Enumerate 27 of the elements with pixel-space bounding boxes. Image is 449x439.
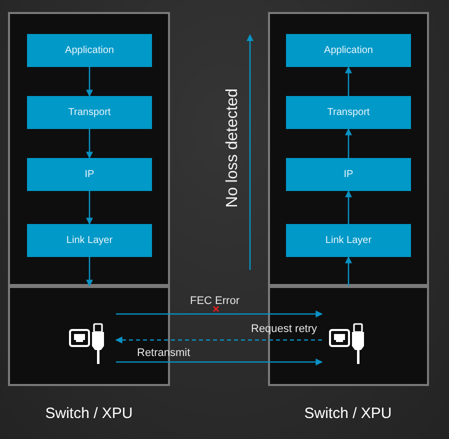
layer-box: IP — [286, 158, 411, 191]
edge-label: Request retry — [251, 323, 318, 335]
arrow — [86, 129, 93, 159]
layer-box: Application — [286, 34, 411, 67]
layer-box: IP — [27, 158, 152, 191]
arrow — [345, 256, 352, 286]
edge-label: Retransmit — [137, 347, 190, 359]
layer-box: Transport — [27, 96, 152, 129]
device-caption: Switch / XPU — [303, 405, 393, 422]
layer-box: Application — [27, 34, 152, 67]
layer-box: Link Layer — [27, 224, 152, 257]
arrow — [86, 191, 93, 225]
device-caption: Switch / XPU — [44, 405, 134, 422]
arrow — [345, 128, 352, 158]
arrow — [116, 358, 323, 366]
layer-box: Link Layer — [286, 224, 411, 257]
layer-box: Transport — [286, 96, 411, 129]
arrow — [86, 257, 93, 287]
arrow — [115, 336, 322, 344]
device-panel — [8, 12, 170, 286]
arrow — [116, 310, 323, 318]
arrow — [345, 66, 352, 96]
edge-label: FEC Error — [190, 295, 240, 307]
arrow — [345, 190, 352, 224]
arrow — [86, 67, 93, 97]
direction-label: No loss detected — [224, 88, 242, 208]
device-panel — [268, 12, 429, 286]
